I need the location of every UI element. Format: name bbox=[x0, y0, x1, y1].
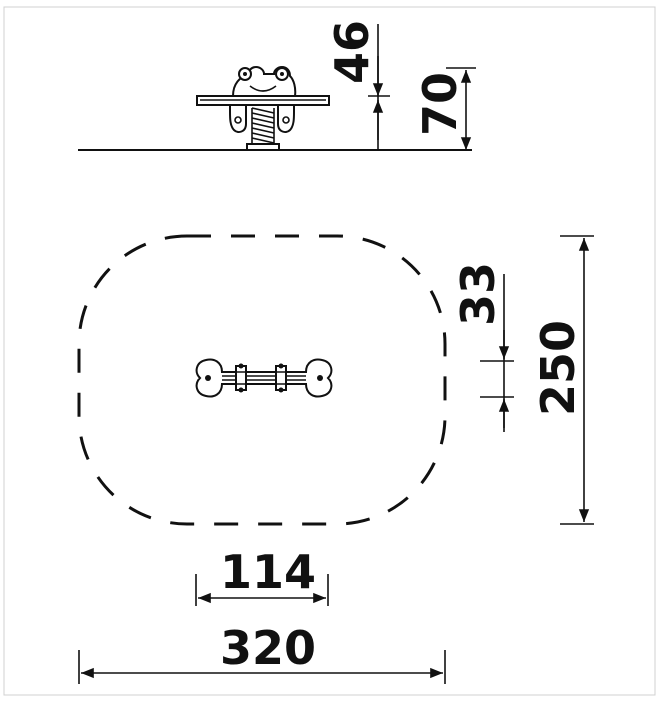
dimension-33-label: 33 bbox=[451, 262, 505, 326]
dimension-250-label: 250 bbox=[531, 320, 585, 416]
dimension-33: 33 bbox=[451, 262, 514, 432]
dimension-320-label: 320 bbox=[220, 621, 316, 675]
spring bbox=[246, 107, 280, 151]
dimension-114: 114 bbox=[195, 545, 329, 606]
dimension-114-label: 114 bbox=[220, 545, 316, 599]
seat-top-view bbox=[195, 358, 333, 398]
side-elevation: 46 70 bbox=[78, 20, 476, 151]
handle-right bbox=[275, 365, 287, 391]
frog-leg-left bbox=[229, 104, 247, 133]
dimension-46: 46 bbox=[325, 20, 390, 150]
frog-leg-right bbox=[277, 104, 295, 133]
frog-mouth bbox=[249, 85, 277, 92]
dimension-70: 70 bbox=[413, 67, 476, 150]
frog-spring-rider-side-view bbox=[196, 65, 330, 151]
handle-left bbox=[235, 365, 247, 391]
safety-area-outline bbox=[77, 234, 447, 526]
drawing-frame bbox=[3, 6, 656, 696]
dimension-320: 320 bbox=[78, 621, 446, 684]
frog-spring-rider-top-view bbox=[195, 358, 333, 398]
dimension-70-label: 70 bbox=[413, 72, 467, 136]
dimension-250: 250 bbox=[531, 235, 594, 525]
plan-view: 33 250 114 320 bbox=[77, 234, 594, 684]
dimension-46-label: 46 bbox=[325, 20, 379, 84]
